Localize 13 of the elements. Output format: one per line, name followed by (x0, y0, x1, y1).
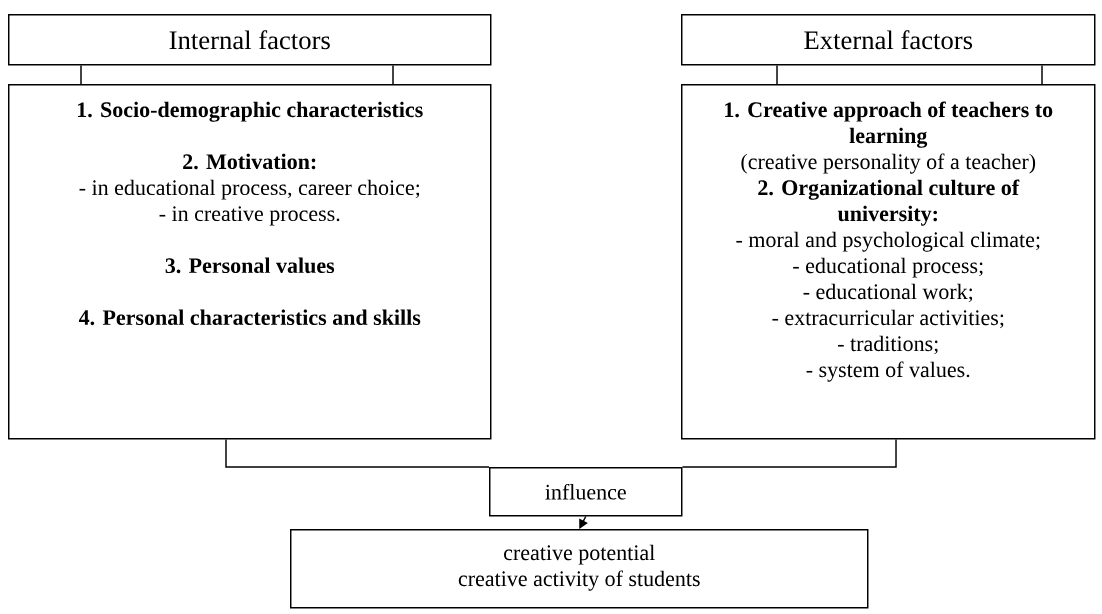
connector (225, 438, 490, 468)
header-box: Internal factors (8, 14, 492, 66)
influence-box: influence (489, 467, 683, 517)
factor-list-box: 1. Creative approach of teachers to learning (creative personality of a teacher) 2. Organizational culture of university: - moral and psychological climate; - educational process; - educational work; - extracurricular activities; - traditions; - system of values. (681, 84, 1096, 440)
connector (1041, 64, 1043, 85)
connector (80, 64, 82, 85)
header-box: External factors (681, 14, 1096, 66)
connector (681, 438, 897, 468)
factor-list-box: 1. Socio-demographic characteristics 2. Motivation: - in educational process, career choice; - in creative process. 3. Personal values 4. Personal characteristics and skills (8, 84, 492, 440)
connector (776, 64, 778, 85)
result-box: creative potential creative activity of students (290, 529, 869, 609)
connector (392, 64, 394, 85)
connector (579, 515, 588, 529)
